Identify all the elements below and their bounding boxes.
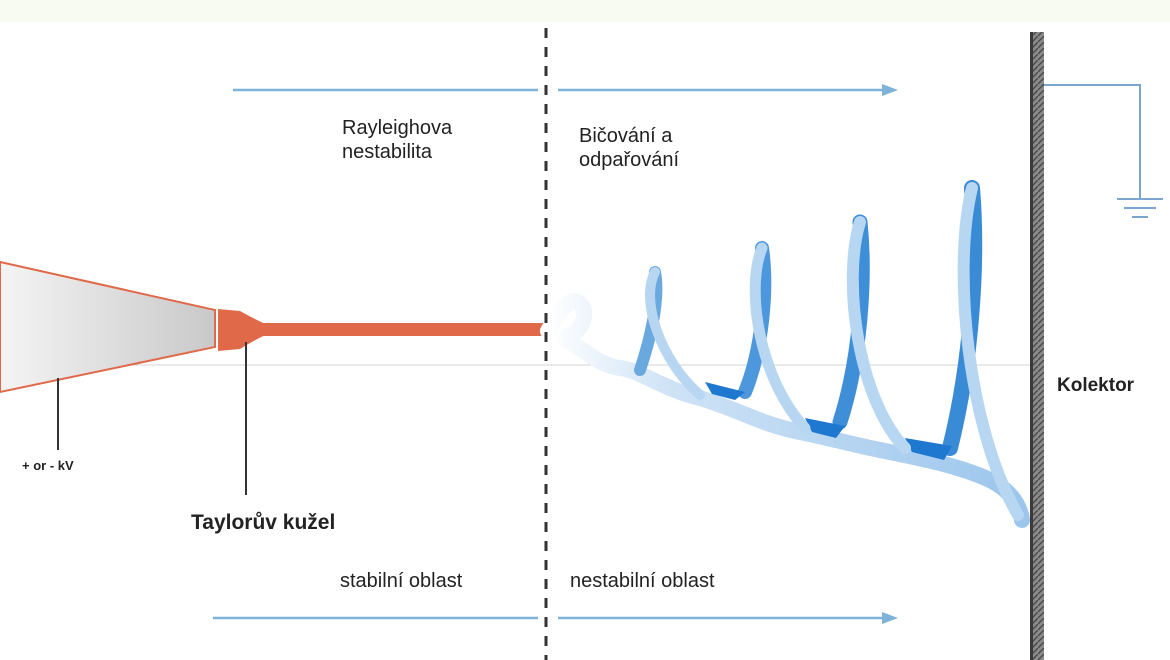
helix-dark-1 — [705, 382, 745, 400]
top-band — [0, 0, 1170, 22]
taylor-cone-shape — [218, 309, 270, 351]
helix-loop-4 — [942, 180, 983, 456]
ground-wire — [1044, 84, 1141, 198]
bottom-arrow-head — [882, 612, 898, 624]
taylor-cone-label: Taylorův kužel — [191, 511, 336, 534]
straight-jet — [262, 323, 545, 336]
rayleigh-label-line-1: Rayleighova — [342, 117, 453, 139]
whipping-jet-helix — [540, 180, 1030, 528]
collector-label: Kolektor — [1057, 375, 1135, 396]
helix-fall-4 — [957, 182, 1024, 521]
helix-back-band — [540, 293, 1030, 528]
helix-fall-2 — [749, 242, 811, 434]
whipping-evaporation-label: Bičování a odpařování — [579, 124, 679, 172]
helix-fall-1 — [645, 267, 705, 400]
helix-dark-2 — [805, 418, 845, 438]
whipping-label-line-2: odpařování — [579, 149, 680, 171]
voltage-label: + or - kV — [22, 458, 74, 473]
helix-dark-3 — [905, 438, 952, 460]
top-arrow-head — [882, 84, 898, 96]
stable-region-label: stabilní oblast — [340, 570, 463, 592]
rayleigh-instability-label: Rayleighova nestabilita — [342, 116, 452, 164]
unstable-region-label: nestabilní oblast — [570, 570, 715, 592]
collector-plate — [1030, 32, 1044, 660]
helix-fall-3 — [846, 216, 911, 454]
spinneret-needle — [0, 260, 216, 394]
rayleigh-label-line-2: nestabilita — [342, 141, 433, 163]
whipping-label-line-1: Bičování a — [579, 125, 673, 147]
